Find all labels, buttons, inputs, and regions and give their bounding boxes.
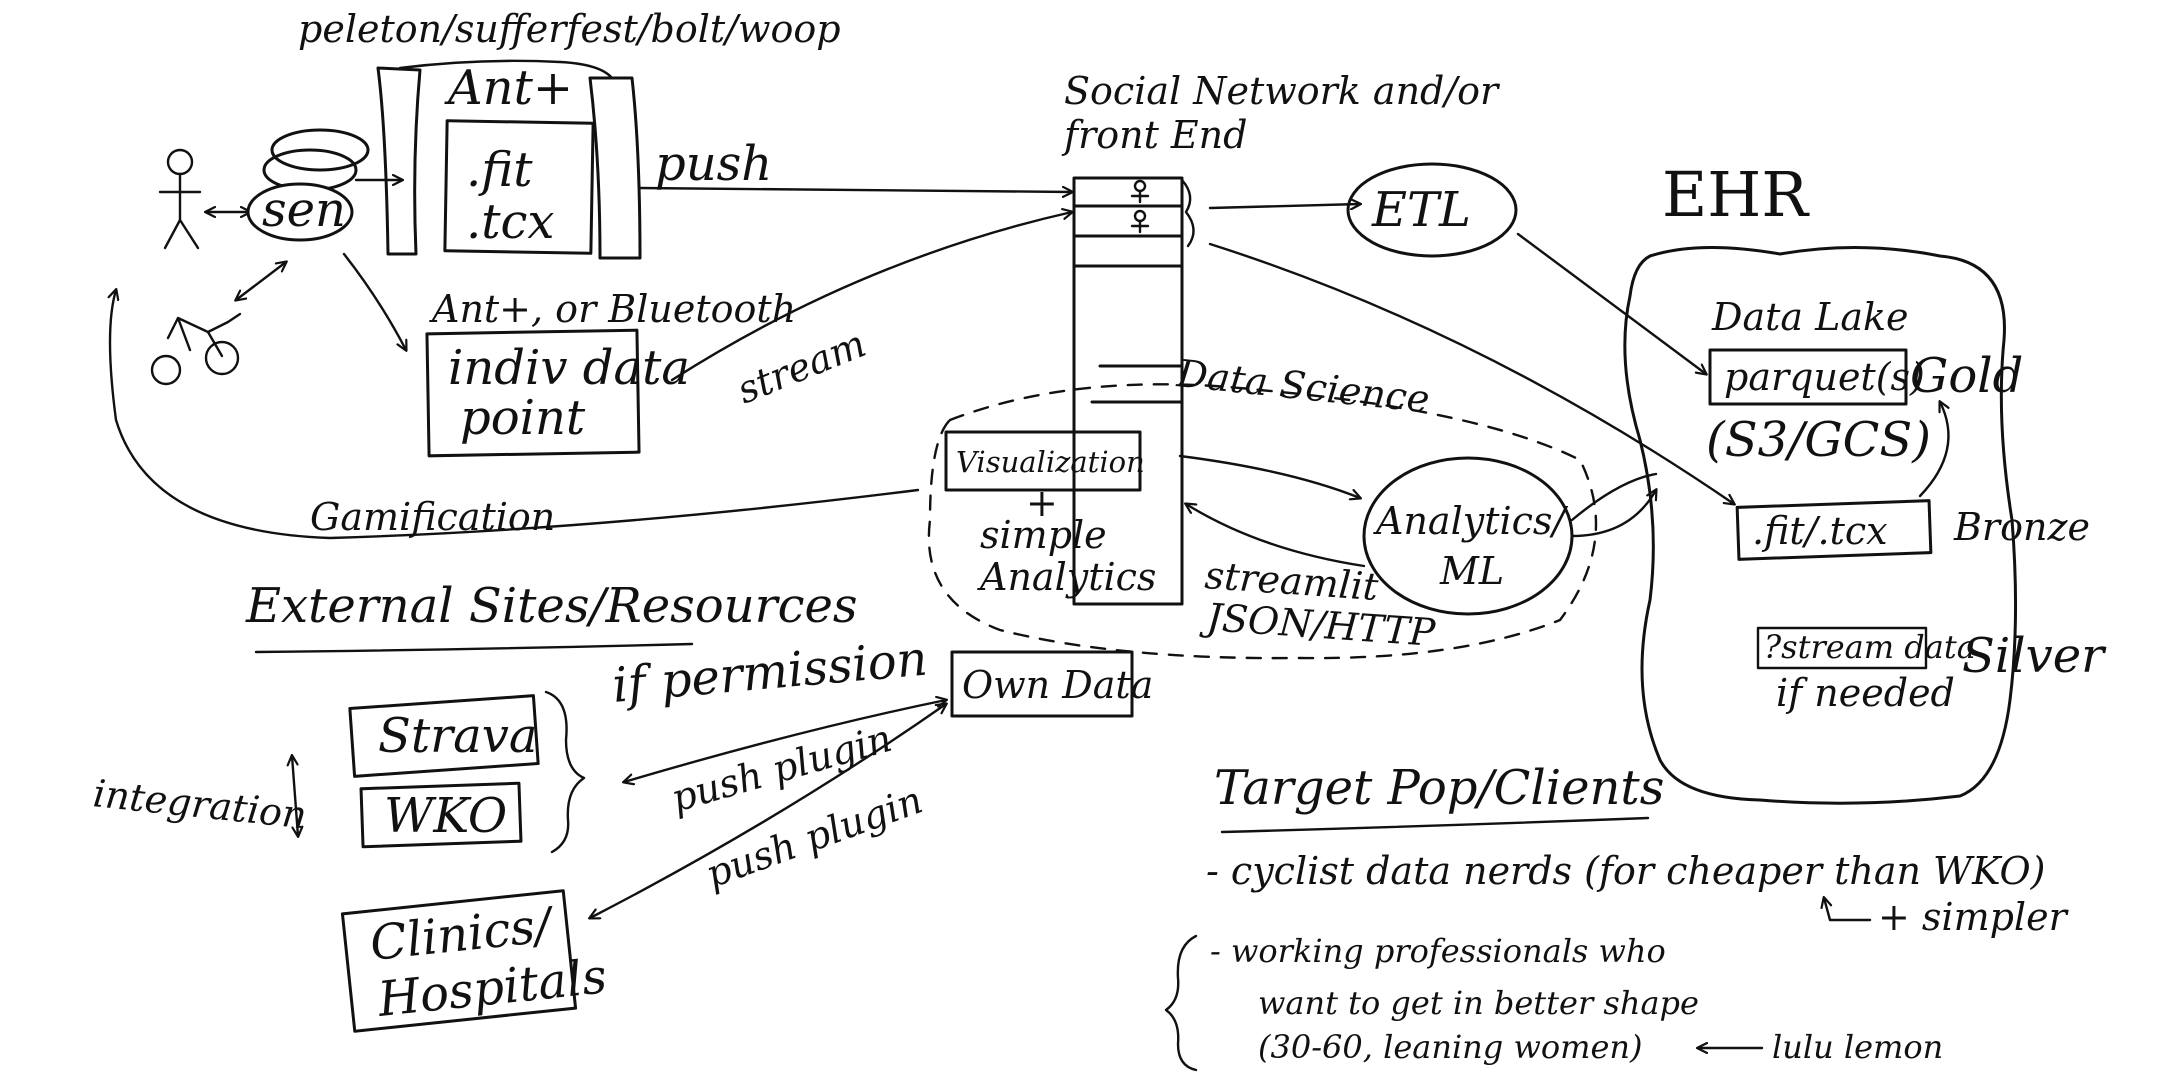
sensor-label: sen	[262, 182, 346, 238]
visualization-label: Visualization	[956, 445, 1145, 479]
target-line-2c-note: lulu lemon	[1772, 1028, 1943, 1066]
integration-arrow	[292, 756, 298, 836]
gamification-label: Gamification	[310, 495, 555, 539]
fit-tcx-box	[1735, 499, 1933, 561]
simpler-arrow	[1824, 898, 1872, 922]
strava-label: Strava	[378, 708, 537, 764]
vis-to-ml-arrow	[1178, 454, 1360, 498]
s3-gcs-label: (S3/GCS)	[1706, 412, 1931, 468]
ehr-title: EHR	[1662, 158, 1810, 231]
target-line-1: - cyclist data nerds (for cheaper than W…	[1206, 849, 2045, 893]
push-plugin-arrow-2	[590, 704, 946, 918]
ant-plus-label: Ant+	[444, 60, 573, 116]
front-to-bronze-arrow	[1208, 242, 1734, 504]
user-figure	[158, 148, 202, 250]
target-line-2a: - working professionals who	[1210, 932, 1666, 970]
front-end-column	[1072, 176, 1195, 606]
gold-label: Gold	[1910, 348, 2023, 404]
indiv-data-box	[425, 328, 641, 458]
parquet-label: parquet(s)	[1724, 355, 1925, 399]
json-http-label: JSON/HTTP	[1198, 595, 1437, 655]
fit-file-label: .fit	[466, 142, 533, 198]
bronze-label: Bronze	[1953, 505, 2090, 549]
if-permission-label: if permission	[610, 631, 929, 714]
external-sites-label: External Sites/Resources	[245, 578, 857, 634]
wko-box	[359, 781, 523, 849]
front-end-user-icons	[1130, 179, 1150, 234]
sensor-to-indiv-arrow	[342, 252, 406, 350]
analytics-ml-label-1: Analytics/	[1373, 499, 1568, 543]
indiv-data-label: indiv data	[448, 340, 690, 396]
file-box	[443, 119, 595, 255]
strava-box	[348, 694, 540, 778]
ant-bluetooth-label: Ant+, or Bluetooth	[429, 287, 796, 331]
target-line-2c: (30-60, leaning women)	[1258, 1028, 1642, 1066]
push-arrow	[638, 188, 1072, 192]
etl-node	[1346, 162, 1518, 258]
target-line-2-brace	[1164, 934, 1198, 1072]
simple-label: simple	[980, 513, 1107, 557]
fit-tcx-label: .fit/.tcx	[1752, 509, 1888, 553]
parquet-box	[1708, 348, 1908, 406]
etl-to-parquet-arrow	[1516, 232, 1706, 374]
stream-data-label: ?stream data	[1764, 628, 1976, 666]
gamification-arrow	[110, 290, 920, 540]
data-science-region	[927, 383, 1598, 660]
bike-sensor-arrow	[236, 262, 286, 300]
point-label: point	[460, 390, 586, 446]
stream-label: stream	[731, 321, 872, 412]
brands-label: peleton/sufferfest/bolt/woop	[298, 7, 841, 51]
clinics-box	[340, 889, 578, 1033]
ml-lake-arrows	[1570, 472, 1656, 538]
front-end-label: front End	[1061, 113, 1247, 157]
analytics-label: Analytics	[977, 555, 1156, 599]
device-container	[376, 59, 642, 260]
stream-arrow	[670, 212, 1072, 382]
tcx-file-label: .tcx	[466, 194, 555, 250]
analytics-ml-label-2: ML	[1439, 549, 1504, 593]
own-data-box	[950, 650, 1134, 718]
front-to-etl-arrow	[1208, 204, 1360, 208]
plus-label: +	[1026, 481, 1058, 525]
data-science-label: Data Science	[1174, 351, 1432, 421]
etl-label: ETL	[1371, 182, 1471, 238]
sensor-stack	[246, 128, 370, 242]
target-line-1-note: + simpler	[1878, 895, 2070, 939]
bronze-to-gold-arrow	[1918, 402, 1950, 498]
integration-label: integration	[91, 771, 309, 837]
visualization-box	[944, 430, 1142, 492]
data-lake-label: Data Lake	[1711, 295, 1909, 339]
silver-label: Silver	[1962, 628, 2107, 684]
strava-wko-brace	[544, 690, 586, 854]
target-title: Target Pop/Clients	[1214, 760, 1664, 816]
bicycle-icon	[150, 312, 242, 386]
ml-to-frontend-arrow	[1186, 504, 1366, 568]
push-label: push	[655, 136, 772, 192]
stream-data-box	[1756, 626, 1928, 670]
if-needed-label: if needed	[1776, 671, 1955, 715]
social-network-label: Social Network and/or	[1064, 69, 1501, 113]
wko-label: WKO	[384, 788, 507, 844]
target-line-2b: want to get in better shape	[1258, 984, 1699, 1022]
own-data-label: Own Data	[962, 663, 1153, 707]
target-title-underline	[1220, 816, 1650, 834]
external-sites-underline	[254, 642, 694, 654]
